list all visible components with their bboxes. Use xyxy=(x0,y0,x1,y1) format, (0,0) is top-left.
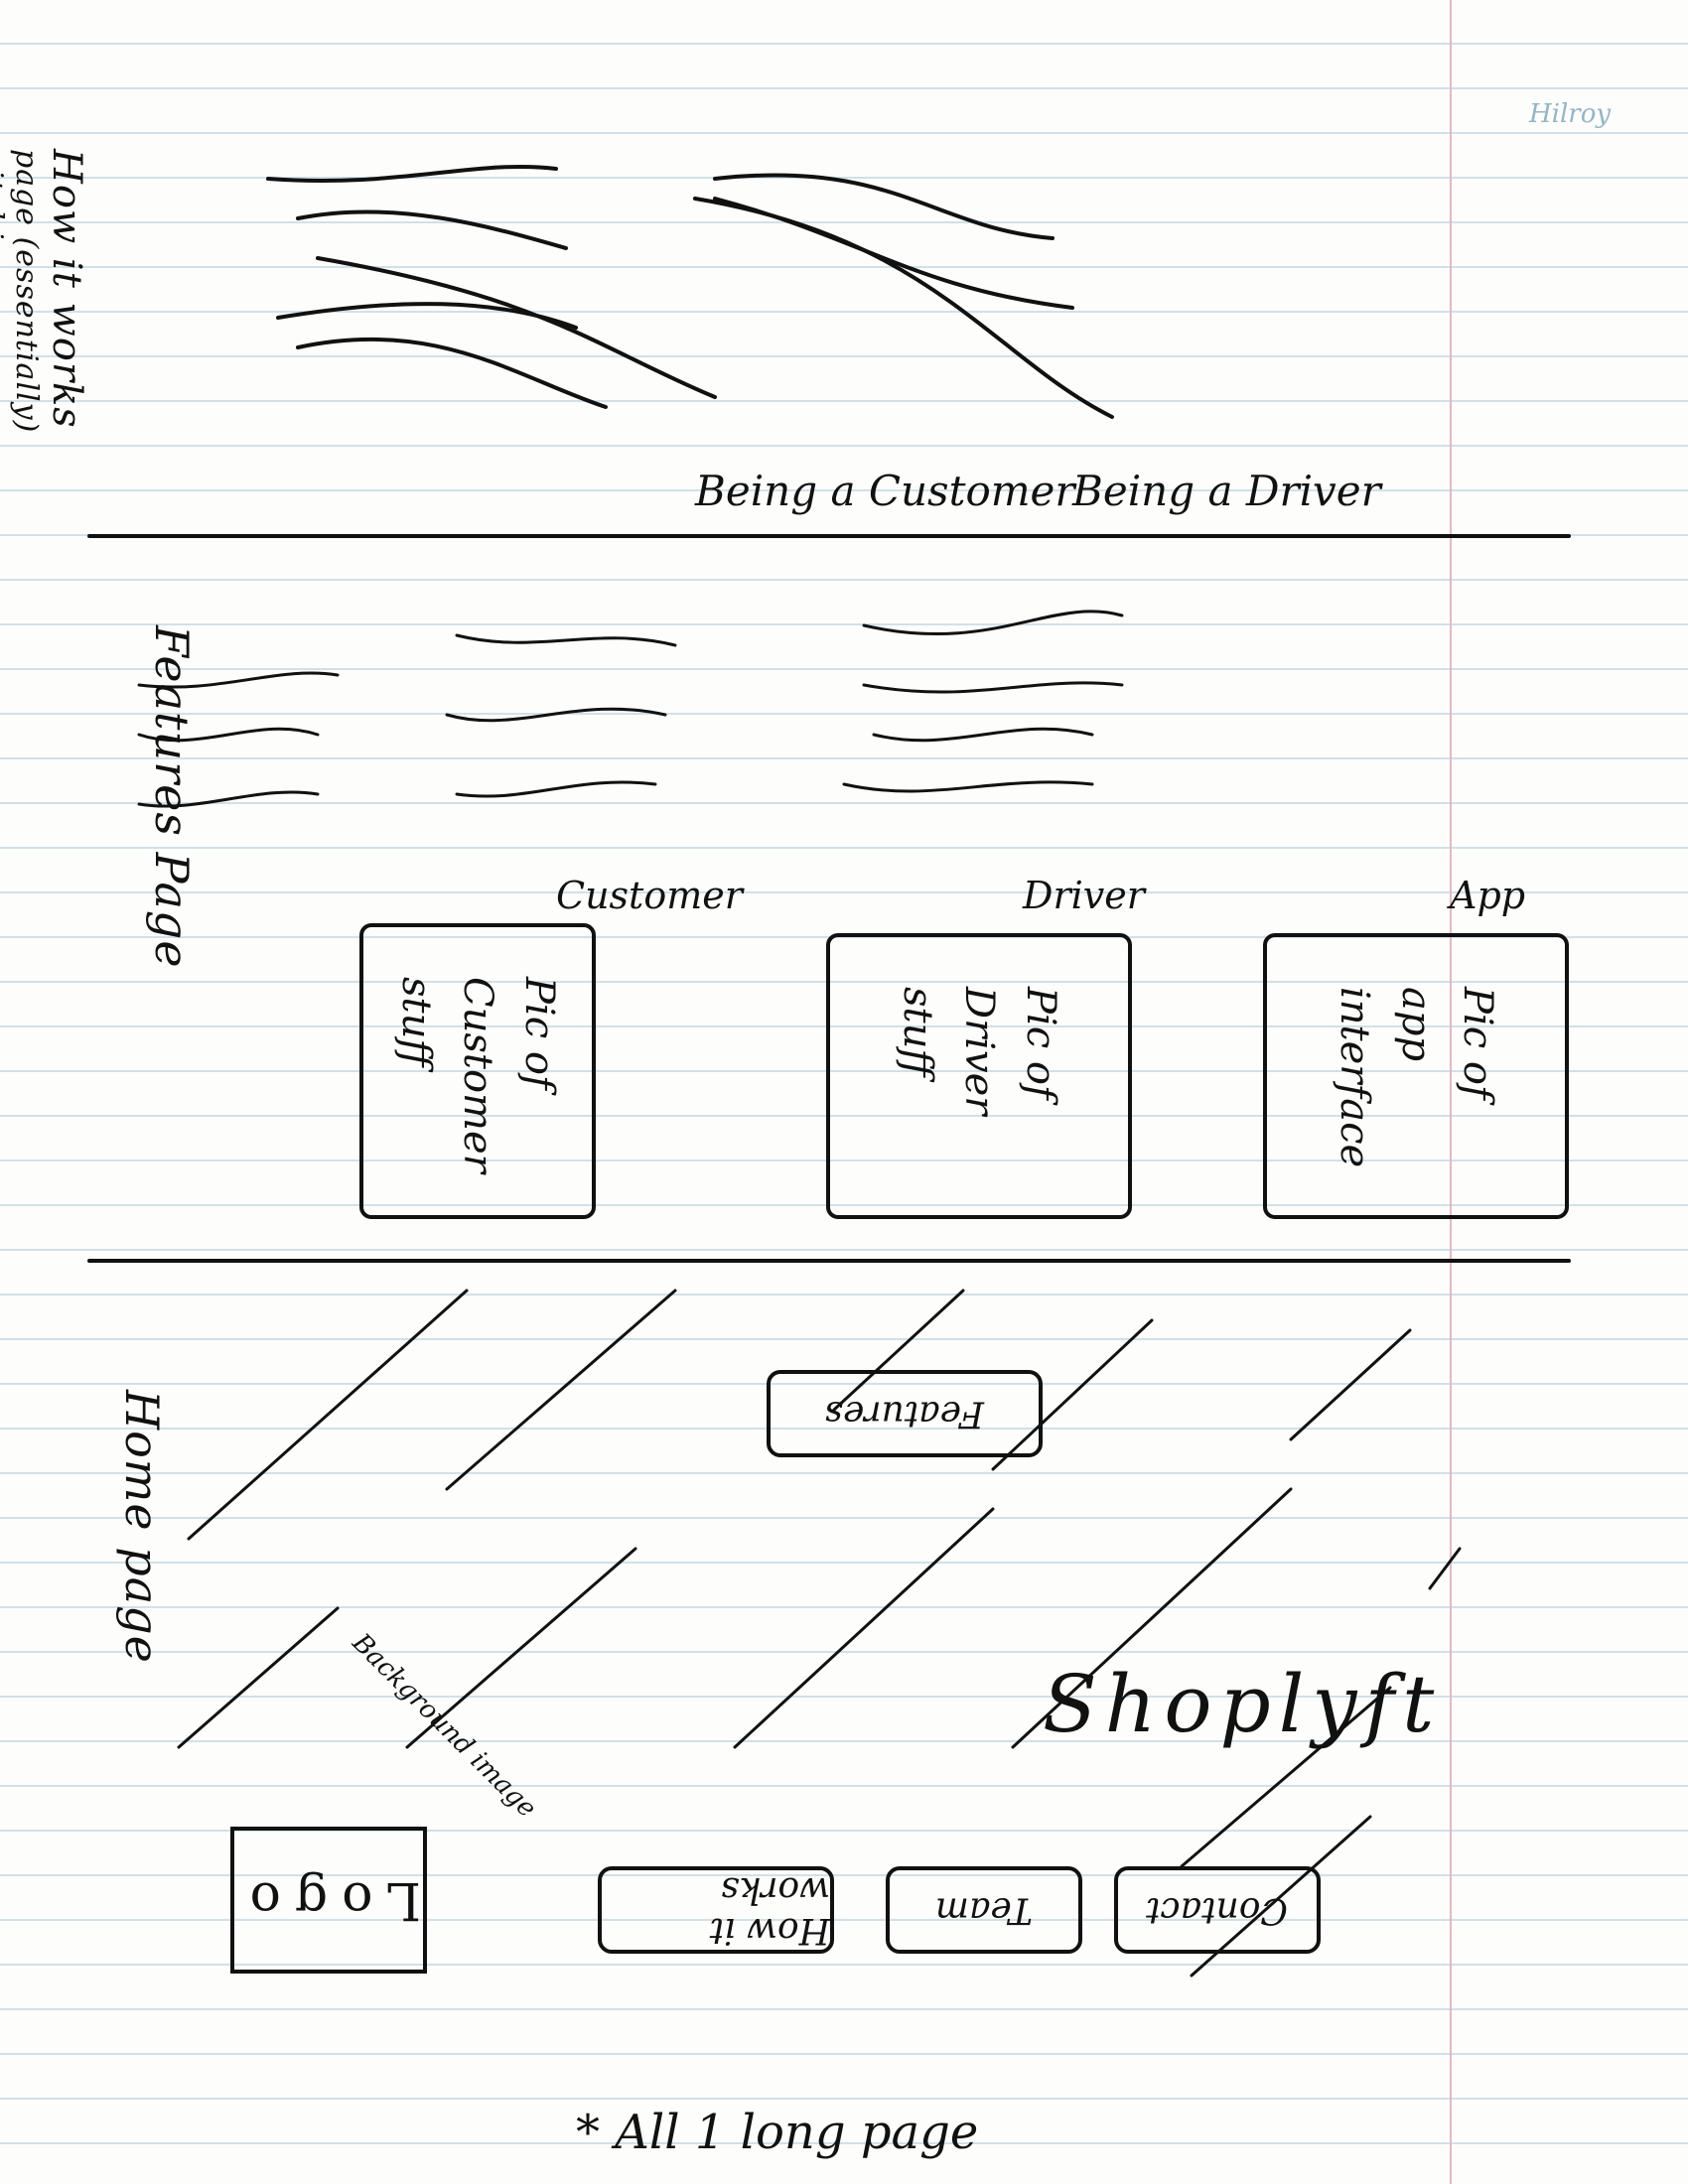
home-page-label: Home page xyxy=(115,1390,169,1664)
features-customer-text xyxy=(842,610,1124,793)
box-line: Pic of xyxy=(516,977,562,1090)
box-line: stuff xyxy=(393,977,439,1067)
box-line: Pic of xyxy=(1018,987,1063,1100)
driver-text-placeholder xyxy=(266,164,608,409)
box-line: app xyxy=(1393,987,1439,1062)
customer-image-placeholder: Pic of Customer stuff xyxy=(359,923,596,1219)
heading-being-a-driver: Being a Driver xyxy=(1072,467,1381,515)
background-hatching xyxy=(177,1289,1462,1978)
how-it-works-subtitle-2: pitching xyxy=(0,149,9,282)
box-line: Driver xyxy=(956,987,1002,1116)
features-page-label: Features Page xyxy=(145,625,199,969)
how-it-works-subtitle: page (essentially) xyxy=(9,149,44,434)
nav-contact[interactable]: Contact xyxy=(1114,1866,1321,1954)
box-line: interface xyxy=(1332,987,1377,1168)
features-heading-app: App xyxy=(1450,874,1526,917)
app-image-placeholder: Pic of app interface xyxy=(1263,933,1569,1219)
box-line: Pic of xyxy=(1455,987,1500,1100)
box-line: stuff xyxy=(895,987,940,1077)
footer-note: * All 1 long page xyxy=(576,2105,979,2160)
features-heading-customer: Customer xyxy=(556,874,743,917)
features-driver-text xyxy=(445,633,677,798)
logo-placeholder[interactable]: Logo xyxy=(230,1827,427,1974)
paper-brand-mark: Hilroy xyxy=(1529,99,1612,129)
driver-image-placeholder: Pic of Driver stuff xyxy=(826,933,1132,1219)
brand-title: Shoplyft xyxy=(1043,1658,1443,1750)
how-it-works-label: How it works page (essentially) pitching xyxy=(0,149,89,433)
features-heading-driver: Driver xyxy=(1023,874,1145,917)
customer-text-placeholder xyxy=(316,173,1114,419)
how-it-works-title: How it works xyxy=(44,149,89,429)
box-line: Customer xyxy=(455,977,500,1173)
heading-being-a-customer: Being a Customer xyxy=(695,467,1075,515)
nav-team[interactable]: Team xyxy=(886,1866,1082,1954)
nav-how-it-works[interactable]: How it works xyxy=(598,1866,834,1954)
features-app-text xyxy=(137,671,340,808)
features-button[interactable]: Features xyxy=(767,1370,1043,1457)
